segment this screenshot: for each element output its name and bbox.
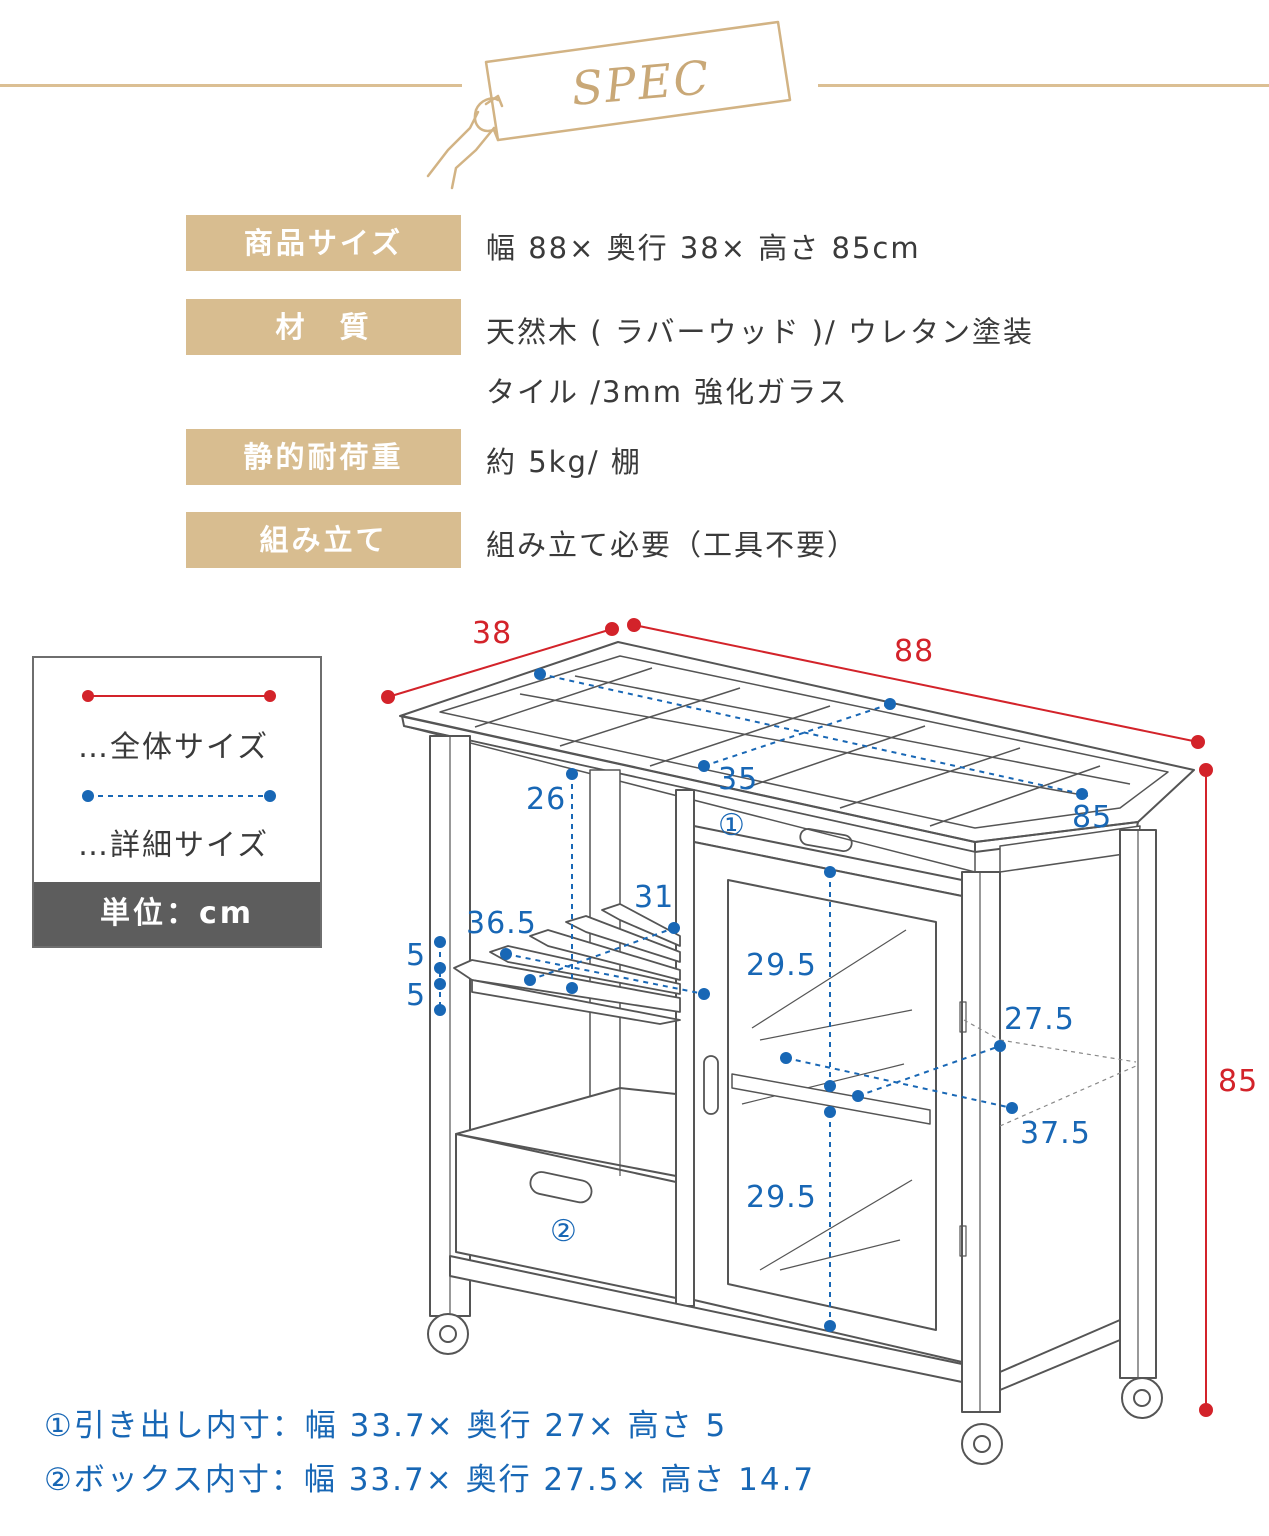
detail-shelf-inner-width-label: 37.5 <box>1020 1116 1091 1151</box>
spec-value-material-2: タイル /3mm 強化ガラス <box>486 375 849 409</box>
spec-label-size: 商品サイズ <box>186 215 461 271</box>
spec-title: SPEC <box>569 50 713 116</box>
overall-depth-label: 38 <box>472 616 513 651</box>
detail-top-width-label: 85 <box>1072 800 1113 835</box>
spec-value-size: 幅 88× 奥行 38× 高さ 85cm <box>486 231 921 265</box>
overall-width-label: 88 <box>894 634 935 669</box>
detail-box-marker: ② <box>550 1214 578 1249</box>
detail-gap-bottom-label: 5 <box>406 978 427 1013</box>
legend-line-icons <box>82 690 276 802</box>
spec-value-load: 約 5kg/ 棚 <box>486 445 642 479</box>
dimension-legend: …全体サイズ …詳細サイズ 単位：cm <box>32 656 322 948</box>
header-line-left <box>0 84 462 87</box>
detail-cabinet-lower-label: 29.5 <box>746 1180 817 1215</box>
detail-gap-top-label: 5 <box>406 938 427 973</box>
detail-slat-width-label: 36.5 <box>466 906 537 941</box>
detail-line-icon <box>82 790 276 802</box>
overall-line-icon <box>82 690 276 702</box>
detail-dimension-points <box>434 668 1088 1332</box>
detail-cabinet-upper-label: 29.5 <box>746 948 817 983</box>
overall-height-label: 85 <box>1218 1064 1259 1099</box>
detail-shelf-height-label: 26 <box>526 782 567 817</box>
detail-shelf-inner-depth-label: 27.5 <box>1004 1002 1075 1037</box>
detail-drawer-marker: ① <box>718 808 746 843</box>
detail-dimension-lines <box>439 673 1083 1326</box>
legend-overall-label: …全体サイズ <box>78 730 270 765</box>
legend-unit: 単位：cm <box>34 882 320 946</box>
spec-tag-icon <box>426 20 792 190</box>
cart-illustration <box>399 641 1195 1465</box>
spec-label-assembly: 組み立て <box>186 512 461 568</box>
detail-top-depth-label: 35 <box>718 762 759 797</box>
drawer-inner-size-note: ①引き出し内寸：幅 33.7× 奥行 27× 高さ 5 <box>44 1408 728 1444</box>
overall-dimension-lines <box>381 618 1213 1417</box>
box-inner-size-note: ②ボックス内寸：幅 33.7× 奥行 27.5× 高さ 14.7 <box>44 1462 816 1498</box>
legend-detail-label: …詳細サイズ <box>78 828 270 863</box>
spec-value-assembly: 組み立て必要（工具不要） <box>486 528 859 562</box>
spec-label-material: 材 質 <box>186 299 461 355</box>
detail-slat-depth-label: 31 <box>634 880 675 915</box>
header-line-right <box>818 84 1269 87</box>
spec-label-load: 静的耐荷重 <box>186 429 461 485</box>
spec-value-material-1: 天然木 ( ラバーウッド )/ ウレタン塗装 <box>486 315 1034 349</box>
